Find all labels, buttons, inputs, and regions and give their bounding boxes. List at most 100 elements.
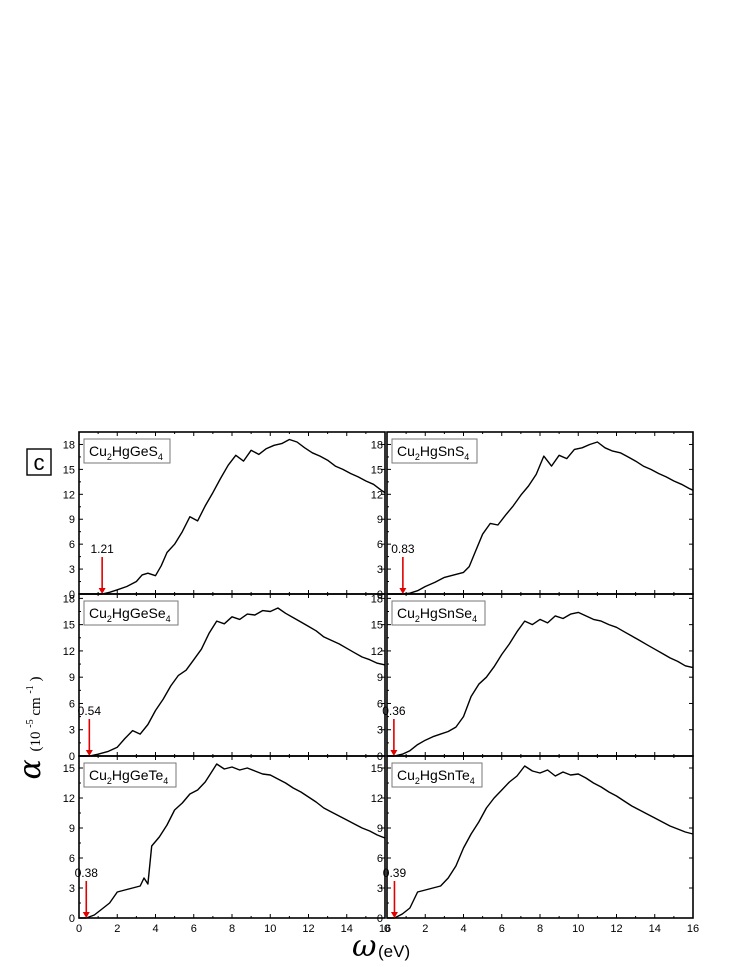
y-axis-unit-mid: cm	[28, 697, 44, 716]
y-tick-label: 0	[69, 751, 75, 763]
compound-label-box	[391, 600, 486, 626]
x-tick-label: 2	[422, 923, 428, 935]
y-tick-label: 0	[377, 913, 383, 925]
y-tick-label: 18	[371, 439, 383, 451]
compound-label: Cu2HgSnS4	[397, 443, 469, 462]
compound-label-name_mid: HgSnTe	[420, 767, 470, 783]
y-tick-label: 3	[377, 883, 383, 895]
y-tick-label: 3	[69, 564, 75, 576]
y-tick-label: 9	[377, 672, 383, 684]
y-tick-label: 3	[69, 883, 75, 895]
x-tick-label: 0	[76, 923, 82, 935]
gap-label: 0.54	[78, 704, 102, 718]
compound-label-box	[83, 438, 171, 464]
x-tick-label: 16	[687, 923, 699, 935]
y-tick-label: 6	[69, 853, 75, 865]
y-tick-label: 9	[377, 823, 383, 835]
y-tick-label: 18	[371, 593, 383, 605]
y-axis-unit-open: (10	[28, 732, 44, 752]
compound-label: Cu2HgGeSe4	[89, 605, 171, 624]
compound-label-name_mid: HgGeS	[112, 443, 158, 459]
y-tick-label: 9	[69, 823, 75, 835]
y-tick-label: 15	[63, 464, 75, 476]
y-tick-label: 6	[69, 698, 75, 710]
x-tick-label: 14	[649, 923, 661, 935]
compound-label: Cu2HgSnSe4	[397, 605, 477, 624]
compound-label: Cu2HgSnTe4	[397, 767, 475, 786]
x-tick-label: 16	[379, 923, 391, 935]
compound-label-box	[391, 438, 478, 464]
gap-arrowhead	[390, 750, 398, 756]
compound-label-name_sub1: 2	[107, 614, 112, 624]
gap-arrowhead	[390, 912, 398, 918]
x-tick-label: 10	[264, 923, 276, 935]
compound-label-name_sub1: 2	[415, 776, 420, 786]
compound-label-name_mid: HgGeTe	[112, 767, 164, 783]
panel-grid: 03691215181.21Cu2HgGeS403691215180.83Cu2…	[63, 431, 699, 935]
compound-label-name_sub2: 4	[163, 776, 168, 786]
gap-label: 1.21	[90, 542, 114, 556]
compound-label-name_sub1: 2	[107, 452, 112, 462]
gap-label: 0.36	[382, 704, 406, 718]
y-tick-label: 12	[63, 793, 75, 805]
compound-label-name_mid: HgSnS	[420, 443, 464, 459]
compound-label-name_base: Cu	[89, 443, 107, 459]
svg-text:α (10 -5 cm: α (10 -5 cm -1 )	[13, 676, 48, 779]
y-tick-label: 15	[371, 763, 383, 775]
y-tick-label: 6	[69, 539, 75, 551]
gap-arrowhead	[399, 588, 407, 594]
y-tick-label: 12	[63, 489, 75, 501]
compound-label-name_sub2: 4	[470, 776, 475, 786]
y-tick-label: 12	[63, 646, 75, 658]
gap-arrowhead	[82, 912, 90, 918]
compound-label: Cu2HgGeTe4	[89, 767, 168, 786]
x-tick-label: 12	[610, 923, 622, 935]
y-tick-label: 15	[63, 620, 75, 632]
x-tick-label: 4	[152, 923, 158, 935]
panel-letter: c	[34, 450, 45, 475]
compound-label: Cu2HgGeS4	[89, 443, 163, 462]
compound-label-name_sub1: 2	[415, 452, 420, 462]
y-tick-label: 6	[377, 853, 383, 865]
panel-frame	[386, 755, 694, 919]
absorption-curve	[79, 438, 386, 595]
x-tick-label: 2	[114, 923, 120, 935]
absorption-curve	[387, 441, 694, 595]
y-axis-symbol: α	[13, 759, 48, 779]
y-tick-label: 15	[63, 763, 75, 775]
x-axis-symbol: ω	[352, 929, 376, 964]
x-tick-label: 10	[572, 923, 584, 935]
compound-label-box	[83, 600, 179, 626]
y-tick-label: 18	[63, 593, 75, 605]
y-tick-label: 12	[371, 646, 383, 658]
x-tick-label: 14	[341, 923, 353, 935]
y-tick-label: 6	[377, 539, 383, 551]
compound-label-name_sub2: 4	[158, 452, 163, 462]
x-tick-label: 4	[460, 923, 466, 935]
y-tick-label: 0	[69, 589, 75, 601]
compound-label-name_base: Cu	[89, 605, 107, 621]
x-axis-unit: (eV)	[378, 942, 410, 961]
y-axis-unit-exp1: -5	[25, 719, 36, 727]
gap-arrowhead	[98, 588, 106, 594]
x-tick-label: 8	[537, 923, 543, 935]
compound-label-box	[391, 762, 483, 788]
absorption-curve	[79, 763, 386, 919]
y-tick-label: 0	[377, 589, 383, 601]
y-tick-label: 15	[371, 620, 383, 632]
y-axis-label: α (10 -5 cm -1 )	[13, 676, 48, 779]
y-tick-label: 3	[69, 725, 75, 737]
compound-label-name_sub1: 2	[415, 614, 420, 624]
compound-label-name_sub2: 4	[472, 614, 477, 624]
panel-hggese: 0 3 6 9 12 15 18 0.54 Cu2HgGeSe4	[63, 593, 386, 763]
compound-label-name_base: Cu	[397, 443, 415, 459]
compound-label-name_base: Cu	[397, 605, 415, 621]
y-tick-label: 12	[371, 489, 383, 501]
y-tick-label: 3	[377, 564, 383, 576]
gap-label: 0.39	[383, 866, 407, 880]
